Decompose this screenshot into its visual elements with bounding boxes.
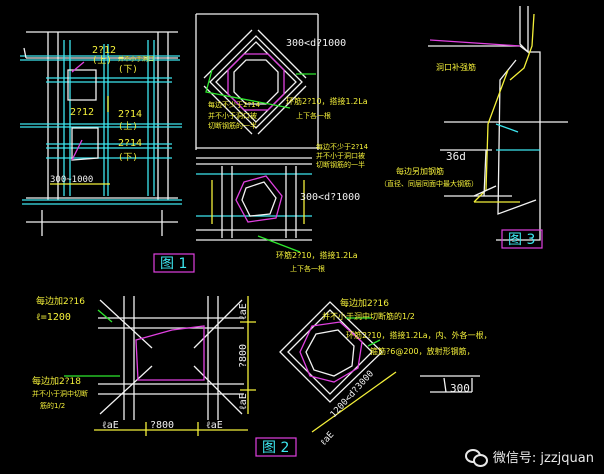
fig1-sec-ring-1: 环筋2?10，搭接1.2La [276, 250, 358, 260]
fig3-note-bot-2: （直径、同层同面中最大钢筋） [380, 179, 478, 188]
fig2-label: 图 2 [262, 440, 289, 456]
fig1-mid-right-ps: (上) [118, 121, 138, 132]
fig2-dim-lae-right: ℓaE [206, 420, 223, 431]
fig2-dim-lae-top: ℓaE [238, 303, 249, 320]
fig2-rot-note-add2: 并不小于洞中切断筋的1/2 [322, 311, 415, 321]
fig1-mid-right-bars: 2?14 [118, 109, 142, 120]
watermark: 微信号: jzzjquan [464, 447, 594, 467]
fig2-rot-dim-300: 300 [450, 382, 470, 395]
fig1-mid-right2-bars: 2?14 [118, 138, 142, 149]
watermark-text: 微信号: jzzjquan [492, 451, 594, 466]
fig2-square [64, 296, 256, 436]
fig3-dim: 36d [446, 150, 466, 163]
fig2-rot-ring: 环筋2?10，搭接1.2La，内、外各一根， [346, 330, 492, 340]
fig2-note-l: ℓ=1200 [36, 312, 71, 323]
fig3-note-top: 洞口补强筋 [436, 62, 476, 72]
fig1-note-top-3: 切断钢筋的一半 [208, 121, 257, 130]
fig3-note-bot-1: 每边另加钢筋 [396, 166, 444, 176]
wechat-icon [464, 448, 488, 467]
fig2-dim-side-mid: ?800 [238, 344, 249, 368]
fig2-label-frame [255, 437, 297, 457]
fig2-dim-lae-left: ℓaE [102, 420, 119, 431]
fig1-mid-left: 2?12 [70, 107, 94, 118]
fig2-rot-note-add: 每边加2?16 [340, 297, 389, 309]
fig1-ring-note-1: 环筋2?10，搭接1.2La [286, 96, 368, 106]
fig1-sec-dim: 300<d?1000 [300, 192, 360, 203]
fig1-top-note: 并不小于洞口 [118, 55, 154, 63]
fig1-note-sec-2: 并不小于洞口被 [316, 151, 365, 160]
fig1-label-frame [153, 253, 195, 273]
fig1-label: 图 1 [160, 256, 187, 272]
fig2-dim-lae-bottom: ℓaE [238, 393, 249, 410]
fig2-note-corner-1: 每边加2?18 [32, 375, 81, 387]
fig1-ring-note-2: 上下各一根 [296, 111, 331, 120]
fig3-label: 图 3 [508, 232, 535, 248]
fig1-elevation [20, 31, 182, 236]
fig1-note-top-1: 每边不少于2?14 [208, 100, 261, 109]
fig1-topview [195, 13, 319, 150]
fig3-label-frame [501, 229, 543, 249]
fig1-note-sec-1: 每边不少于2?14 [316, 142, 369, 151]
fig1-top-view-dim: 300<d?1000 [286, 38, 346, 49]
fig2-note-add: 每边加2?16 [36, 295, 85, 307]
fig2-note-corner-2: 并不小于洞中切断 [32, 389, 88, 398]
fig1-note-top-2: 并不小于洞口被 [208, 111, 257, 120]
fig2-dim-bottom-mid: ?800 [150, 420, 174, 431]
fig1-top-bars: 2?12 [92, 45, 116, 56]
fig2-note-corner-3: 筋的1/2 [40, 401, 65, 410]
fig1-top-ps: (上) [92, 55, 112, 66]
fig2-rotated [279, 301, 480, 433]
fig2-rot-lae: ℓaE [319, 430, 337, 448]
fig2-rot-stir: 箍筋?6@200，放射形钢筋， [370, 346, 475, 356]
fig1-dim-bottom: 300~1000 [50, 175, 93, 185]
fig1-mid-right2-ps: (下) [118, 153, 138, 163]
fig1-note-sec-3: 切断钢筋的一半 [316, 160, 365, 169]
fig3-detail [428, 6, 568, 241]
fig1-top-right-ps: (下) [118, 65, 138, 75]
fig2-rot-dim: 1200<d?3000 [329, 369, 376, 420]
fig1-section [196, 157, 312, 253]
fig1-sec-ring-2: 上下各一根 [290, 264, 325, 273]
